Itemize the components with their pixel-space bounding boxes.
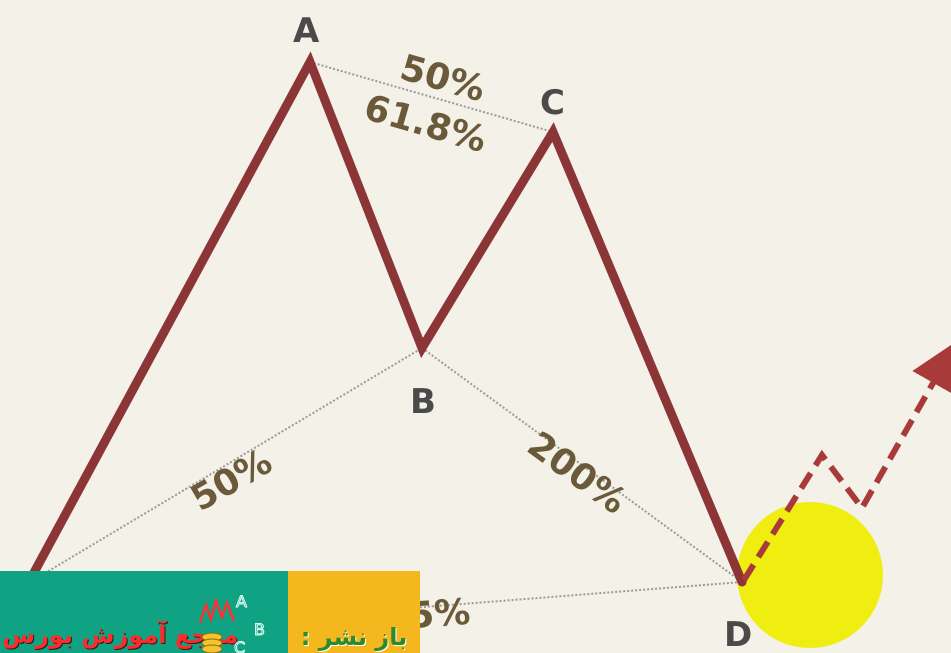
point-label-d: D: [724, 615, 752, 653]
banner-republish-text: باز نشر :: [300, 623, 408, 651]
ratio-label-xb: 50%: [184, 441, 279, 520]
abc-chart-logo-icon: A B C: [198, 592, 265, 653]
projection-arrow: [741, 341, 951, 582]
logo-letter-c: C: [234, 638, 245, 653]
banner-republish-panel: باز نشر :: [288, 571, 420, 653]
d-highlight-circle: [737, 502, 883, 648]
watermark-banner: مرجع آموزش بورس A B C باز نشر :: [0, 571, 420, 653]
pattern-line-xabcd: [25, 51, 747, 587]
point-label-c: C: [540, 83, 565, 123]
ratio-label-bd: 200%: [520, 424, 634, 523]
logo-letter-b: B: [254, 620, 265, 639]
point-label-b: B: [410, 382, 436, 422]
banner-brand-panel: مرجع آموزش بورس A B C: [0, 571, 288, 653]
logo-letter-a: A: [236, 592, 247, 611]
point-label-a: A: [293, 11, 320, 51]
banner-brand-text: مرجع آموزش بورس: [2, 621, 239, 649]
guide-line-x-b: [0, 347, 423, 601]
